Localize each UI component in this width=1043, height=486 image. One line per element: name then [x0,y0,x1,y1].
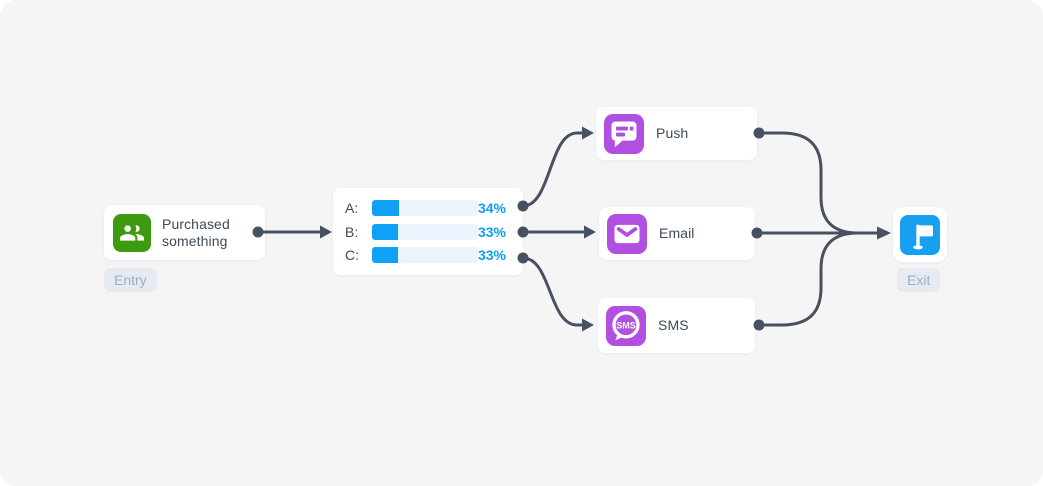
arrowhead-split-b-to-email [584,225,596,239]
split-row-a-label: A: [345,200,359,217]
sms-node-label: SMS [658,317,689,333]
push-node-label: Push [656,125,689,141]
email-node-label: Email [659,225,695,241]
split-row-c: C: 33% [333,246,523,263]
split-row-b-bar [371,223,478,240]
connector-push-to-exit [757,131,879,235]
email-icon [607,213,647,254]
arrowhead-entry-to-split [320,225,332,239]
split-row-c-label: C: [345,246,359,263]
exit-badge: Exit [897,268,941,292]
split-row-b-bar-fill [371,223,399,240]
sms-icon: SMS [606,305,646,346]
split-row-c-bar [371,246,478,263]
split-row-c-percent: 33% [477,246,506,263]
flag-icon [900,214,940,255]
svg-text:SMS: SMS [616,320,636,330]
connector-split-a-to-push [521,131,584,208]
split-row-a: A: 34% [333,200,523,217]
split-row-b-label: B: [345,223,359,240]
entry-node-purchased-something[interactable]: Purchased something [104,205,265,260]
sms-channel-node[interactable]: SMS SMS [598,298,755,353]
push-notification-icon [604,113,644,154]
people-icon [113,213,151,252]
split-row-a-percent: 34% [477,200,506,217]
arrowhead-merge-to-exit [877,226,891,240]
entry-node-label: Purchased something [162,215,230,249]
exit-node[interactable] [893,207,947,262]
arrowhead-split-c-to-sms [582,318,594,332]
push-channel-node[interactable]: Push [596,107,757,160]
sms-output-port[interactable] [753,319,765,331]
connector-sms-to-exit [757,231,879,327]
email-channel-node[interactable]: Email [599,207,755,260]
entry-badge: Entry [104,268,157,292]
connector-split-c-to-sms [521,256,584,327]
split-row-c-bar-fill [371,246,399,263]
split-row-a-bar-fill [371,200,400,217]
split-row-a-bar [371,200,478,217]
arrowhead-split-a-to-push [582,126,594,140]
split-row-b: B: 33% [333,223,523,240]
abc-split-node[interactable]: A: 34% B: 33% C: 33% [333,188,523,275]
split-row-b-percent: 33% [477,223,506,240]
